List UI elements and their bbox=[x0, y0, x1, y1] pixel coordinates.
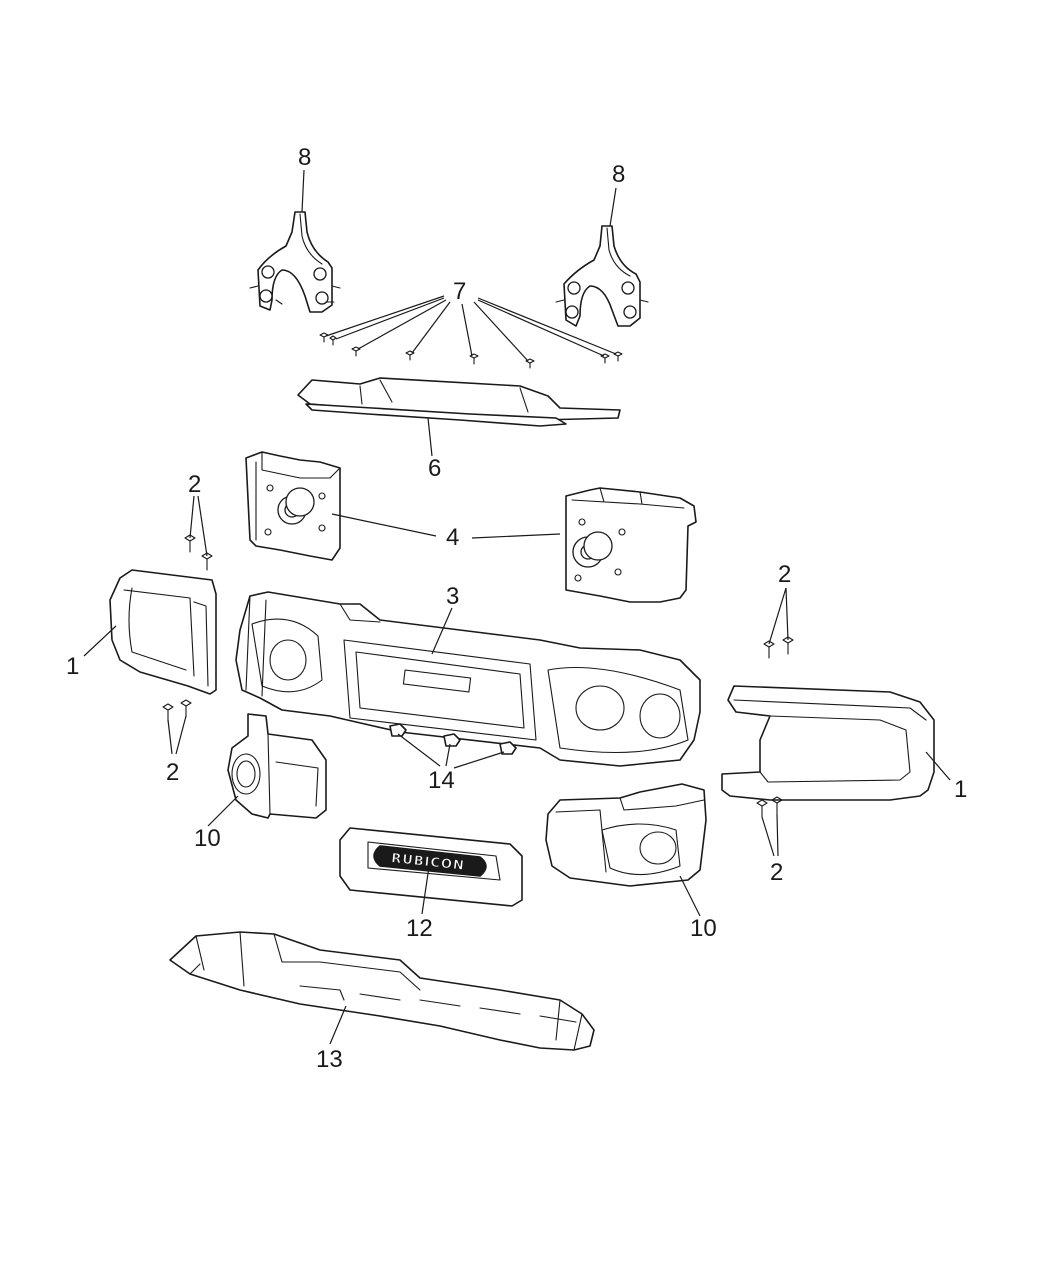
callout-10-right: 10 bbox=[690, 915, 717, 942]
callout-4: 4 bbox=[446, 524, 459, 551]
callout-8-right: 8 bbox=[612, 161, 625, 188]
rubicon-badge-part: RUBICON bbox=[339, 827, 523, 907]
callout-6: 6 bbox=[428, 455, 441, 482]
callout-1-left: 1 bbox=[66, 653, 79, 680]
callout-12: 12 bbox=[406, 915, 433, 942]
skid-plate-part bbox=[169, 931, 595, 1051]
bracket-right-part bbox=[555, 225, 649, 327]
upper-cover-part bbox=[297, 377, 621, 427]
bolt-pair-2b-part bbox=[162, 699, 192, 722]
callout-3: 3 bbox=[446, 583, 459, 610]
mount-bracket-left-part bbox=[245, 451, 341, 561]
fog-bezel-right-part bbox=[545, 783, 707, 887]
bolt-pair-2d-part bbox=[756, 796, 783, 818]
main-bumper-part bbox=[235, 591, 701, 767]
bolt-set-7-part bbox=[319, 332, 623, 369]
callout-2-lower-left: 2 bbox=[166, 759, 179, 786]
callout-8-left: 8 bbox=[298, 144, 311, 171]
end-cap-left-part bbox=[109, 569, 217, 695]
end-cap-right-part bbox=[721, 685, 935, 801]
leader-lines bbox=[83, 169, 951, 1045]
callout-13: 13 bbox=[316, 1046, 343, 1073]
bracket-left-part bbox=[249, 211, 341, 313]
callout-2-upper-left: 2 bbox=[188, 471, 201, 498]
callout-2-lower-right: 2 bbox=[770, 859, 783, 886]
callout-10-left: 10 bbox=[194, 825, 221, 852]
fog-bezel-left-part bbox=[227, 713, 327, 819]
callout-1-right: 1 bbox=[954, 776, 967, 803]
clip-set-14-part bbox=[389, 723, 517, 755]
mount-bracket-right-part bbox=[565, 487, 697, 603]
callout-7: 7 bbox=[453, 278, 466, 305]
callout-labels: 8 8 7 6 2 4 3 2 1 2 14 1 10 2 12 10 13 bbox=[66, 144, 967, 1073]
bolt-pair-2a-part bbox=[184, 534, 213, 571]
bolt-pair-2c-part bbox=[763, 636, 794, 659]
callout-2-upper-right: 2 bbox=[778, 561, 791, 588]
callout-14: 14 bbox=[428, 767, 455, 794]
